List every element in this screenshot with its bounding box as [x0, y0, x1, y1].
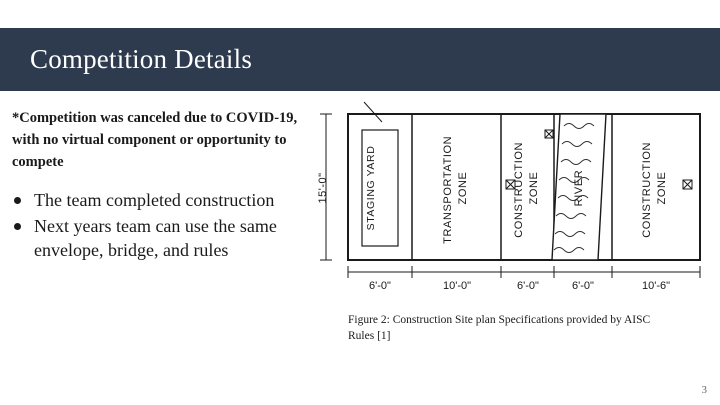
- bullet-dot-icon: [14, 223, 21, 231]
- marker-icons: [505, 129, 693, 190]
- width-label-construction-zone-2: 10'-6": [642, 280, 670, 290]
- width-dimension-line: [347, 266, 701, 278]
- zone-label-transportation-zone: TRANSPORTATION ZONE: [442, 132, 469, 244]
- covid-note: *Competition was canceled due to COVID-1…: [12, 110, 298, 170]
- zone-label-line: STAGING YARD: [365, 146, 377, 231]
- zone-label-staging-yard: STAGING YARD: [365, 146, 377, 231]
- staging-yard-box: [361, 129, 399, 247]
- zone-label-river: RIVER: [573, 170, 585, 207]
- bullet-text: Next years team can use the same envelop…: [34, 216, 277, 261]
- title-band: [0, 28, 720, 91]
- width-label-staging-yard: 6'-0": [369, 280, 391, 290]
- figure-caption: Figure 2: Construction Site plan Specifi…: [348, 314, 651, 343]
- width-label-transportation-zone: 10'-0": [443, 280, 471, 290]
- river-waves: [553, 123, 595, 253]
- river-band: [551, 113, 607, 261]
- bullet-text: The team completed construction: [34, 190, 275, 211]
- zone-label-construction-zone-2: CONSTRUCTION ZONE: [641, 138, 668, 237]
- zone-label-construction-zone-1: CONSTRUCTION ZONE: [513, 138, 540, 237]
- list-item: Next years team can use the same envelop…: [12, 215, 304, 263]
- page-number: 3: [701, 384, 708, 396]
- width-label-construction-zone-1: 6'-0": [517, 280, 539, 290]
- bullet-list: The team completed construction Next yea…: [12, 189, 304, 263]
- bullet-dot-icon: [14, 197, 21, 205]
- page-title: Competition Details: [30, 44, 253, 74]
- left-text-column: *Competition was canceled due to COVID-1…: [12, 108, 304, 265]
- list-item: The team completed construction: [12, 189, 304, 213]
- height-dimension-line: [320, 113, 332, 261]
- site-plan-figure: 15'-0": [312, 100, 710, 290]
- width-label-river: 6'-0": [572, 280, 594, 290]
- leader-line: [363, 101, 383, 123]
- site-outline: [347, 113, 701, 261]
- height-label: 15'-0": [317, 172, 329, 203]
